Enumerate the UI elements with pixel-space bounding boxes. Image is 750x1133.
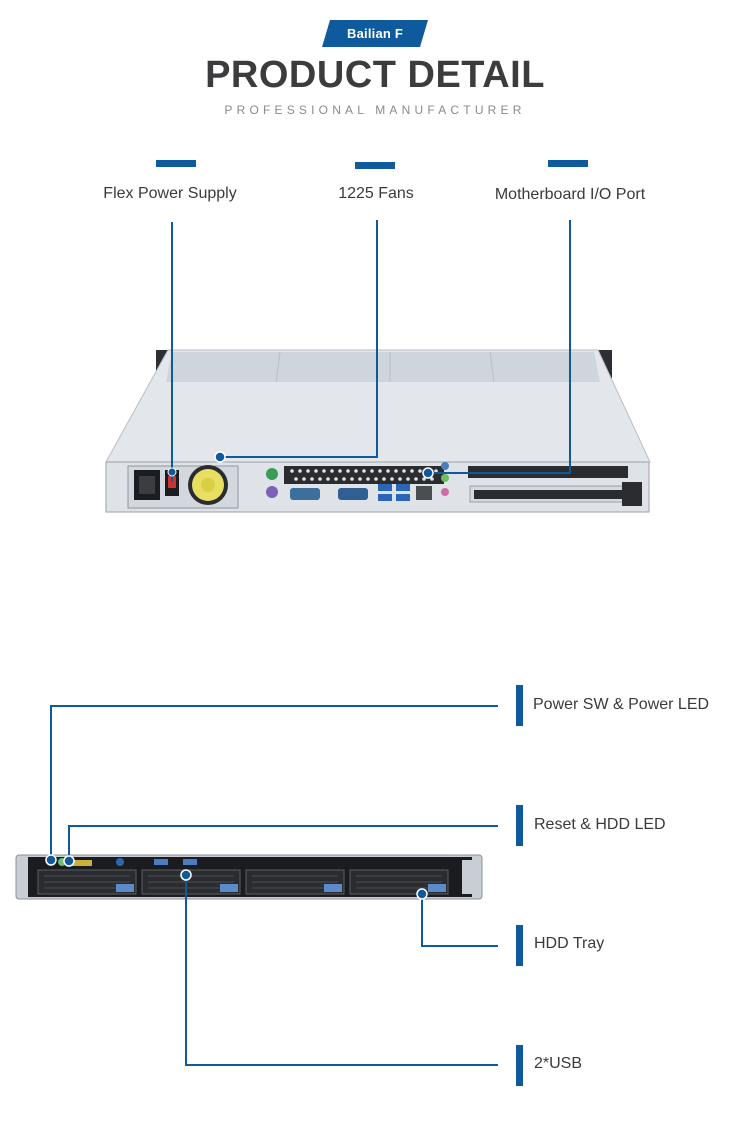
callout-tab-fans <box>355 162 395 169</box>
callout-label-io-port: Motherboard I/O Port <box>494 186 646 203</box>
callout-bar-hdd-tray <box>516 925 523 966</box>
callout-tab-power-supply <box>156 160 196 167</box>
callout-label-usb: 2*USB <box>534 1055 583 1072</box>
page-title: PRODUCT DETAIL <box>205 54 545 96</box>
brand-logo: Bailian F <box>347 26 403 41</box>
brand-badge <box>322 20 428 47</box>
callout-bar-usb <box>516 1045 523 1086</box>
callout-tab-io-port <box>548 160 588 167</box>
callout-label-hdd-tray: HDD Tray <box>534 935 605 952</box>
page-subtitle: PROFESSIONAL MANUFACTURER <box>224 103 526 117</box>
callout-label-power-supply: Flex Power Supply <box>103 185 237 202</box>
callout-label-fans: 1225 Fans <box>338 185 414 202</box>
callout-label-power-sw: Power SW & Power LED <box>533 696 710 713</box>
callout-bar-power-sw <box>516 685 523 726</box>
callout-bar-reset <box>516 805 523 846</box>
callout-label-reset: Reset & HDD LED <box>534 816 666 833</box>
